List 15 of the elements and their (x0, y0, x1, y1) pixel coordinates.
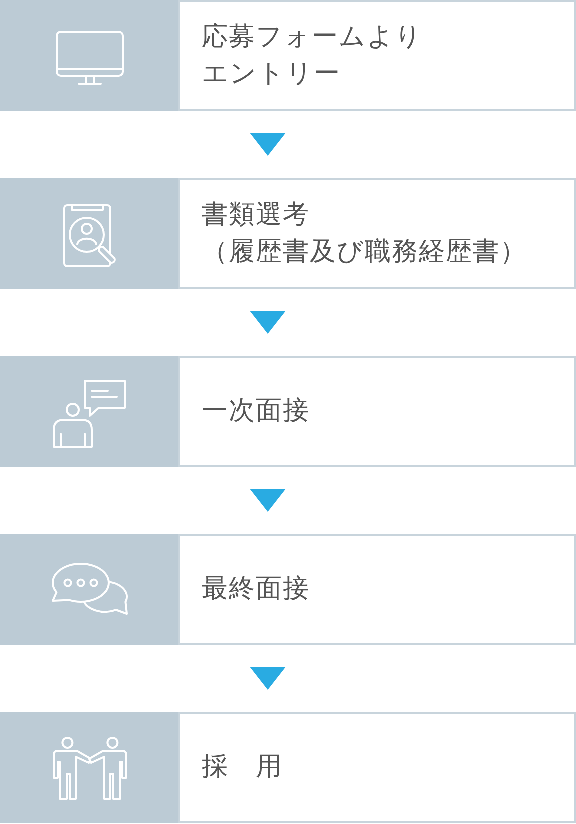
step-label: 最終面接 (202, 573, 310, 606)
step-label: 採 用 (202, 751, 283, 784)
step-box (0, 534, 576, 645)
arrow (250, 489, 286, 512)
step-label: 書類選考 (202, 198, 310, 232)
arrow (250, 667, 286, 690)
step-detail: （履歴書及び職務経歴書） (202, 236, 527, 268)
step-box (0, 712, 576, 823)
arrow (250, 311, 286, 334)
step-label: 一次面接 (202, 395, 310, 428)
step-box (0, 0, 576, 111)
step-label: 応募フォームよりエントリー (202, 20, 424, 90)
arrow (250, 133, 286, 156)
step-box (0, 356, 576, 467)
step-box (0, 178, 576, 289)
